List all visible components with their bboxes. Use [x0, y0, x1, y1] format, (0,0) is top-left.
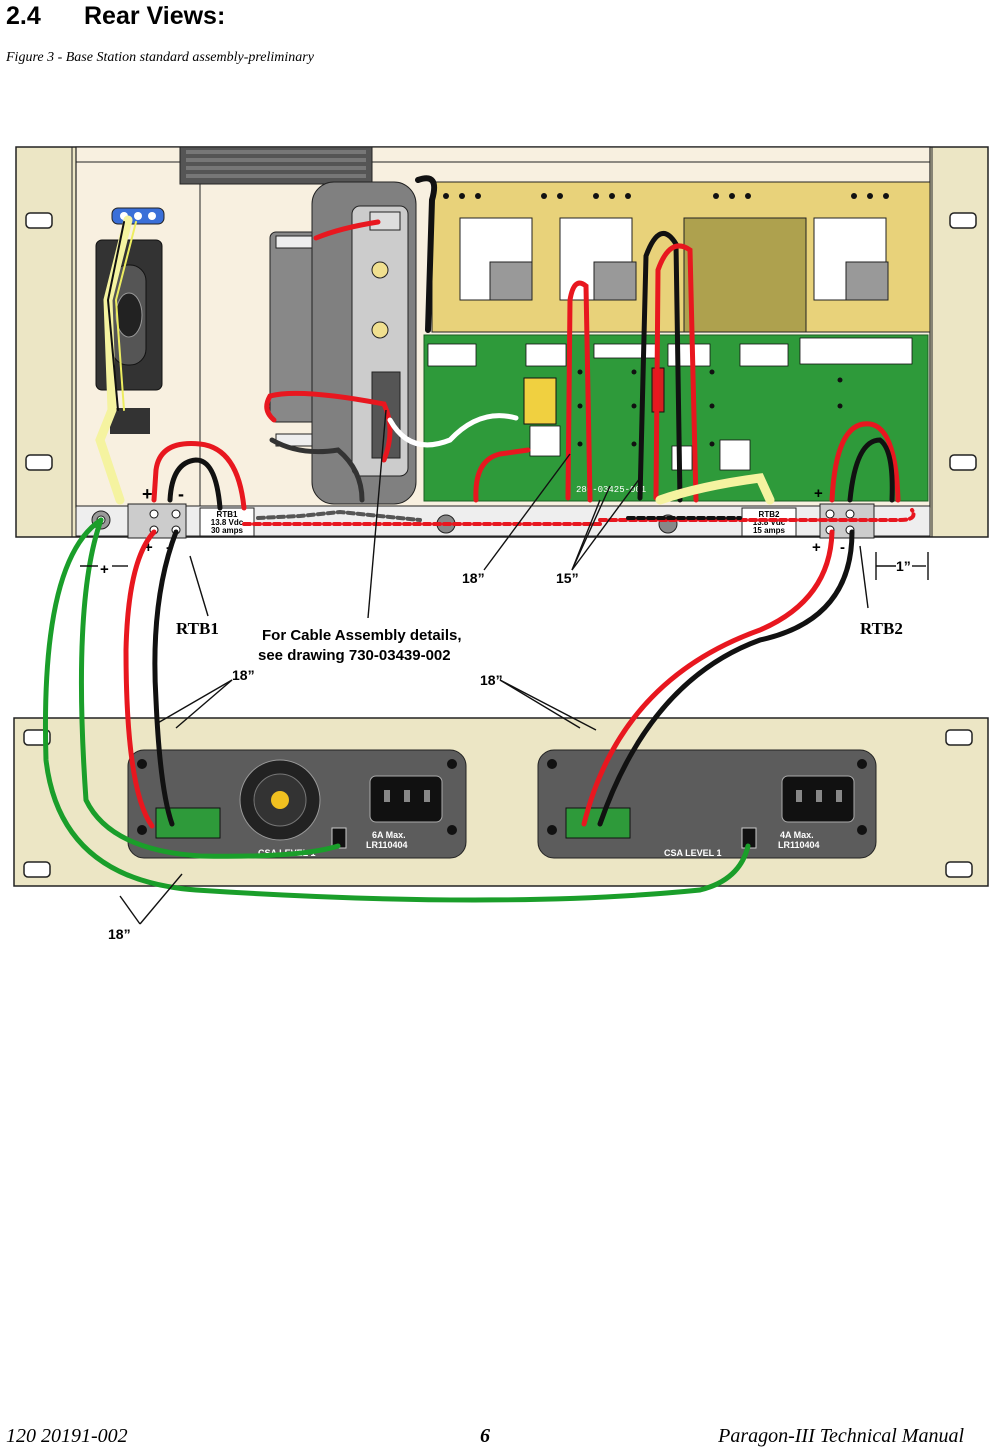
dim-1in-label: 1” — [896, 558, 911, 574]
footer-doc-number: 120 20191-002 — [6, 1425, 128, 1447]
cable-note-line1: For Cable Assembly details, — [262, 627, 462, 644]
section-title: Rear Views: — [84, 2, 226, 30]
rtb1-plus-bottom: + — [144, 539, 153, 556]
psu-right-csa: CSA LEVEL 1 — [664, 848, 722, 858]
rtb2-tag-name: RTB2 — [759, 510, 780, 519]
dim-plus-label: + — [100, 561, 109, 578]
psu-right-cert: LR110404 — [778, 840, 820, 850]
footer-manual-title: Paragon-III Technical Manual — [718, 1425, 964, 1447]
base-station-chassis: 280-03425-001 RTB1 13.8 Vdc 30 amps RTB2… — [15, 146, 989, 556]
psu-left-fuse: 6A Max. — [372, 830, 406, 840]
rtb1-tag-voltage: 13.8 Vdc — [211, 518, 244, 527]
rtb1-tag-name: RTB1 — [217, 510, 238, 519]
external-wiring — [43, 517, 855, 903]
rtb1-minus-top: - — [178, 484, 184, 504]
rtb2-plus-top: + — [814, 485, 823, 502]
callout-lines — [80, 409, 929, 925]
rtb2-tag-current: 15 amps — [753, 526, 786, 535]
rtb1-plus-top: + — [142, 484, 153, 504]
psu-left-cert: LR110404 — [366, 840, 408, 850]
pcb-label: 280-03425-001 — [576, 485, 646, 495]
rtb2-label: RTB2 — [860, 619, 903, 638]
length-15-label: 15” — [556, 570, 579, 586]
length-18-label-b: 18” — [232, 667, 255, 683]
footer-page-number: 6 — [480, 1425, 490, 1447]
figure-caption: Figure 3 - Base Station standard assembl… — [6, 50, 314, 65]
rtb2-minus-bottom: - — [840, 539, 845, 556]
cable-note-line2: see drawing 730-03439-002 — [258, 647, 451, 664]
section-number: 2.4 — [6, 2, 41, 30]
length-18-label-d: 18” — [108, 926, 131, 942]
rtb1-tag-current: 30 amps — [211, 526, 244, 535]
rtb2-tag-voltage: 13.8 Vdc — [753, 518, 786, 527]
rtb2-plus-bottom: + — [812, 539, 821, 556]
section-heading: 2.4 Rear Views: — [6, 2, 225, 31]
rear-view-diagram: 280-03425-001 RTB1 13.8 Vdc 30 amps RTB2… — [13, 146, 989, 942]
internal-wiring — [95, 175, 916, 526]
length-18-label-c: 18” — [480, 672, 503, 688]
rtb1-label: RTB1 — [176, 619, 219, 638]
power-supply-chassis: CSA LEVEL 1 6A Max. LR110404 CSA LEVEL 1… — [13, 717, 989, 887]
psu-right-fuse: 4A Max. — [780, 830, 814, 840]
length-18-label-a: 18” — [462, 570, 485, 586]
